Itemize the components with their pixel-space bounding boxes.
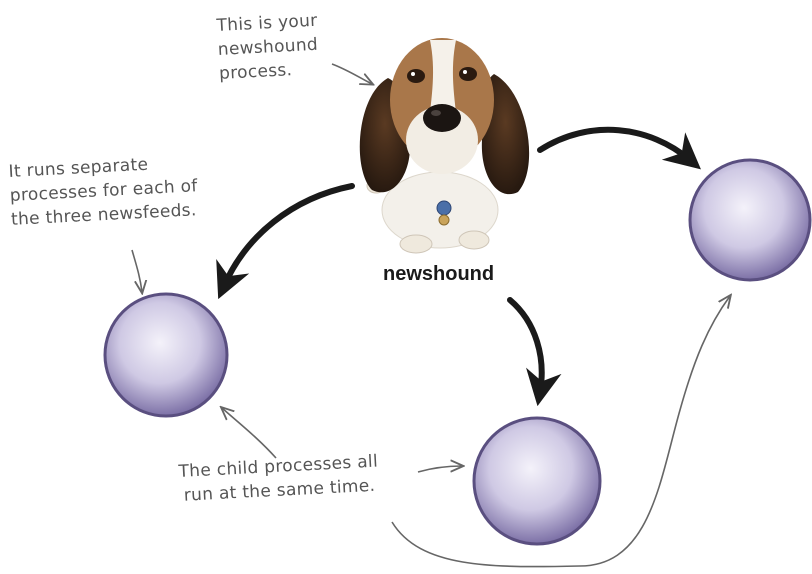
arrow-note-to-left-process: [132, 250, 142, 292]
newshound-label: newshound: [383, 263, 494, 286]
process-circle-bottom: [474, 418, 600, 544]
process-circle-left: [105, 294, 227, 416]
arrow-to-left-process: [224, 186, 352, 286]
arrow-to-right-process: [540, 130, 690, 160]
arrow-child-note-to-left-process: [222, 408, 276, 458]
note-newshound-process: This is your newshound process.: [216, 9, 321, 86]
dog-image: [360, 38, 529, 253]
arrow-to-bottom-process: [510, 300, 542, 392]
process-circle-right: [690, 160, 810, 280]
arrow-child-note-to-bottom-process: [418, 466, 462, 472]
note-separate-processes: It runs separate processes for each of t…: [8, 150, 199, 232]
arrow-note-to-dog: [332, 64, 372, 84]
